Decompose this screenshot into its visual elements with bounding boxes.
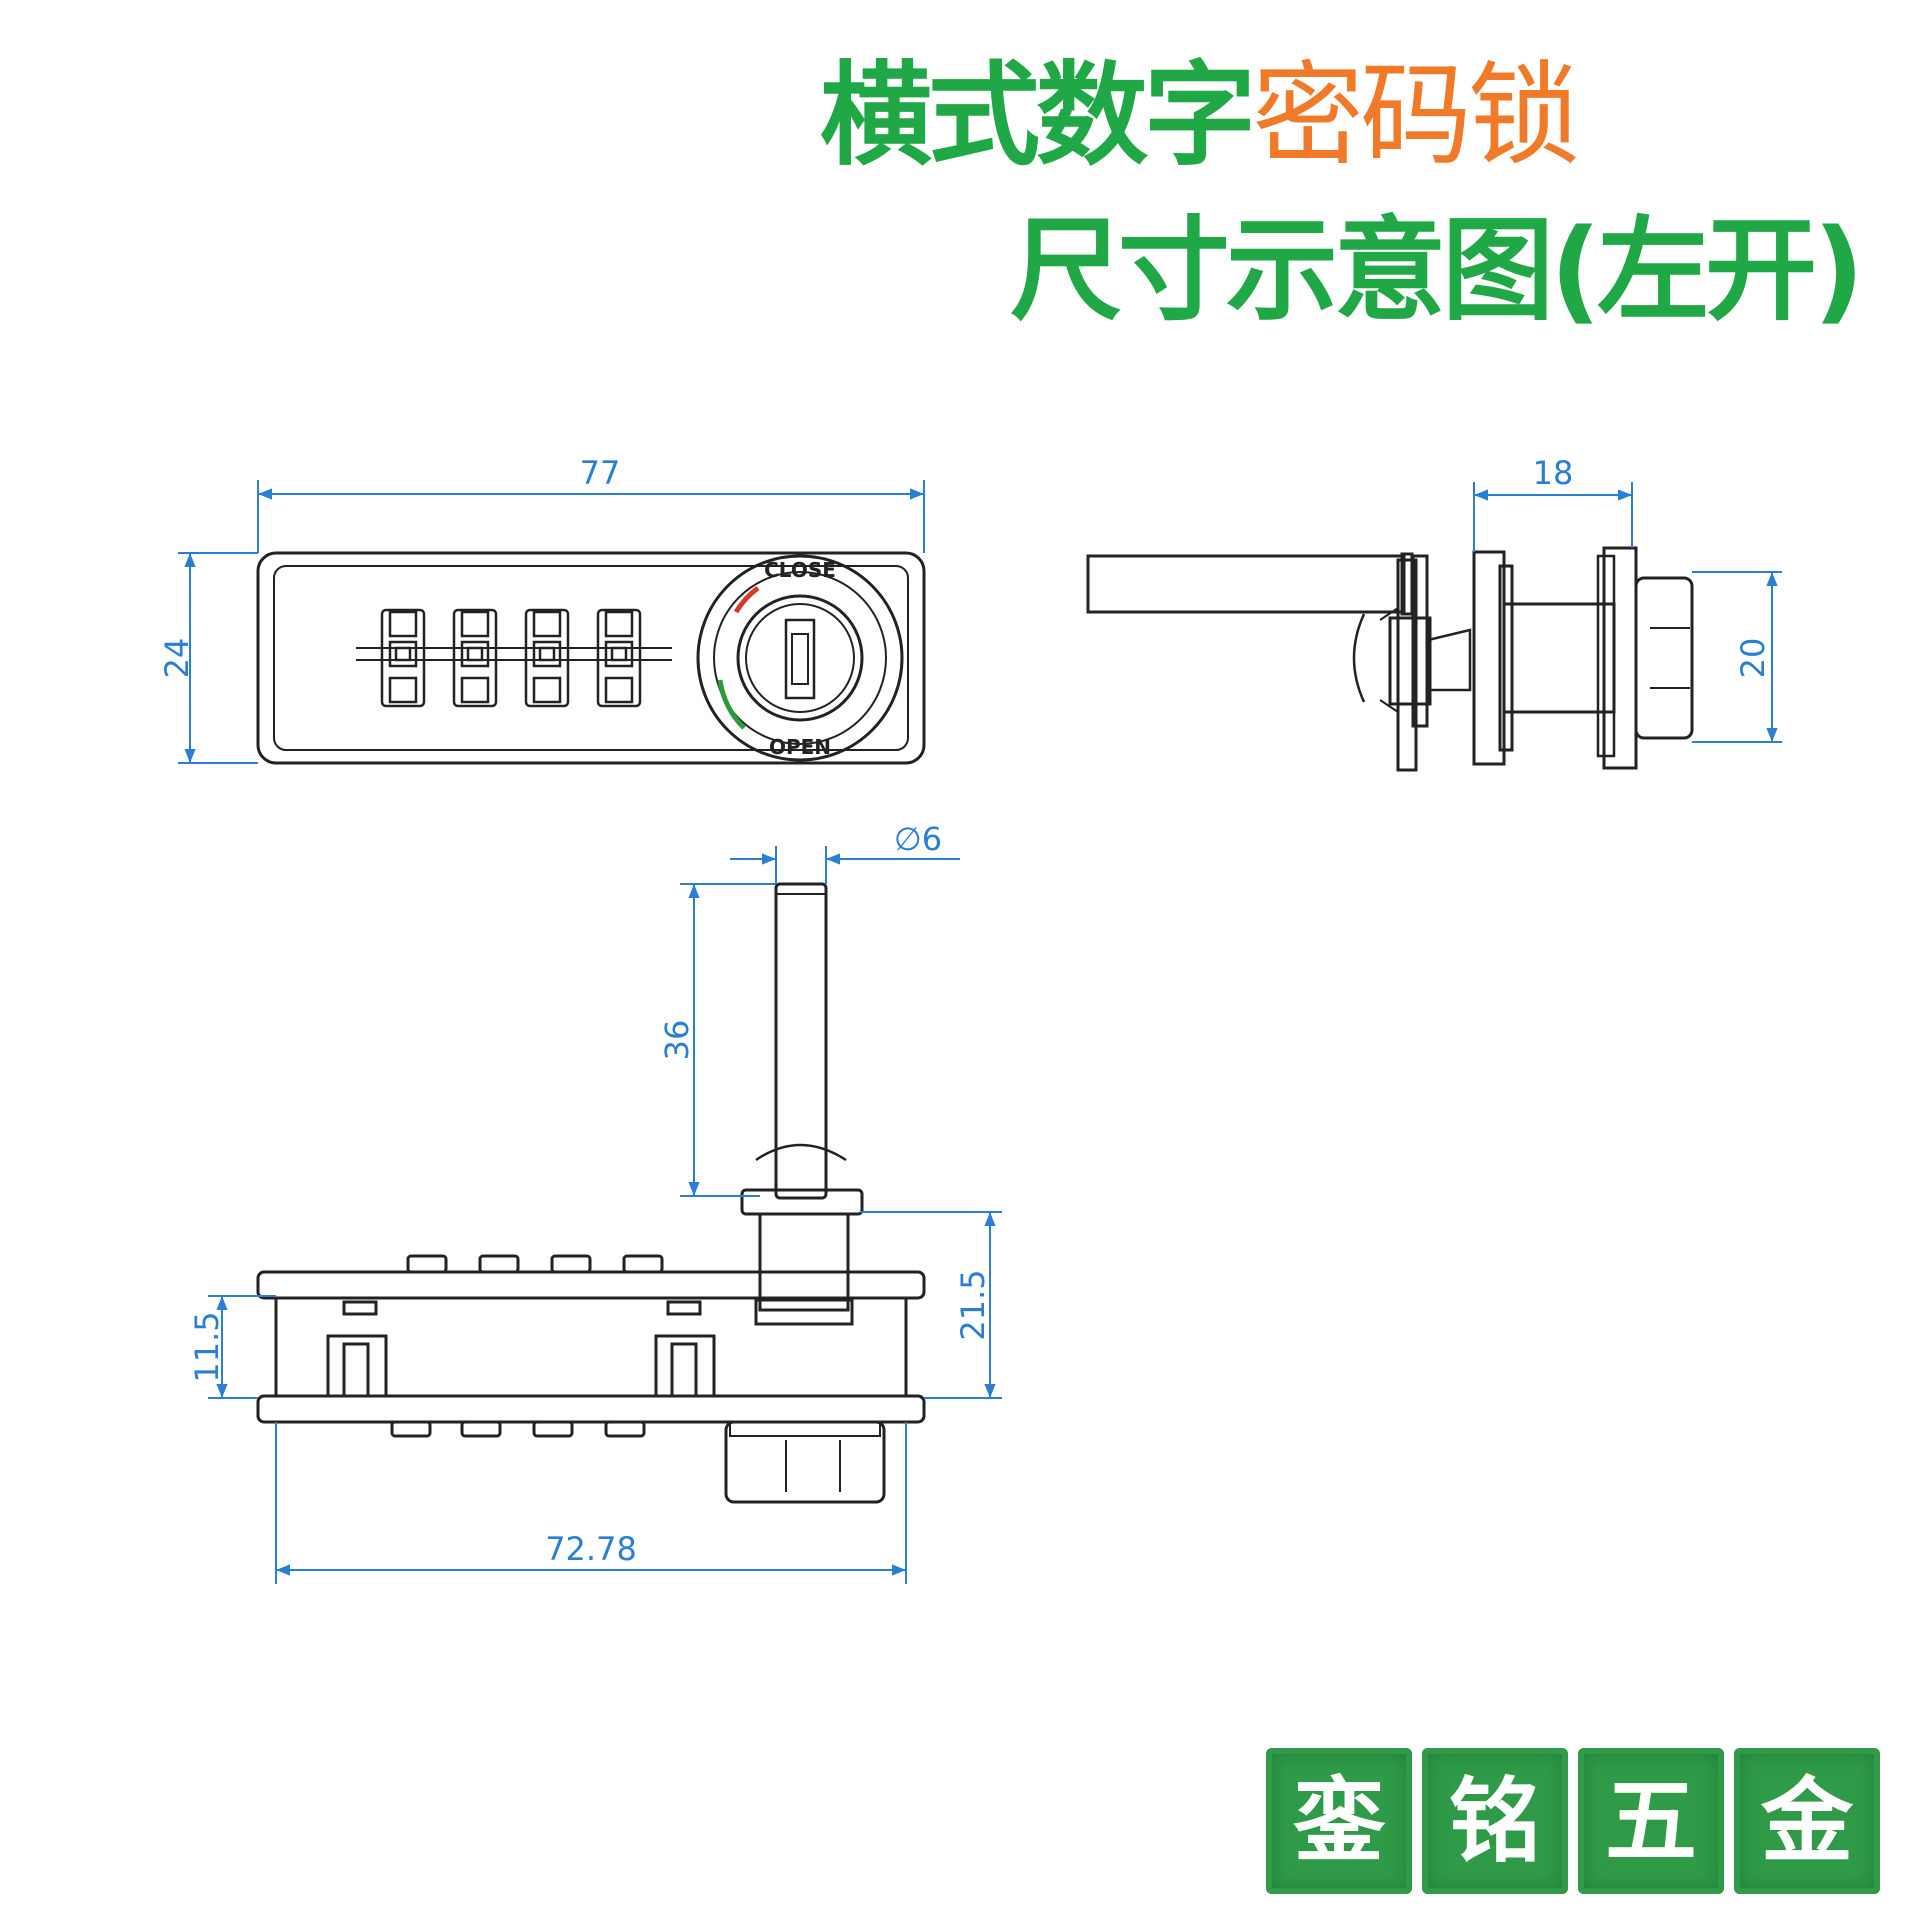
dim-shaft-diameter-label: ∅6	[894, 820, 942, 858]
dim-side-depth	[1473, 482, 1633, 552]
dim-bottom-width-label: 72.78	[545, 1530, 637, 1568]
brand-seal-char-1: 銮	[1266, 1748, 1412, 1894]
dim-body-height-right-label: 21.5	[954, 1269, 992, 1340]
key-dial	[696, 554, 904, 762]
brand-seal-char-3: 五	[1578, 1748, 1724, 1894]
brand-seal-char-2: 铭	[1422, 1748, 1568, 1894]
dim-shaft-length	[680, 883, 776, 1197]
dim-body-height-left	[208, 1295, 276, 1399]
dim-width-total	[257, 480, 925, 553]
title-green-part: 横式数字	[820, 51, 1256, 181]
open-label: OPEN	[769, 735, 831, 759]
title-line-2: 尺寸示意图(左开)	[1010, 206, 1864, 336]
title-orange-part: 密码锁	[1252, 51, 1580, 181]
title-line-1: 横式数字密码锁	[820, 60, 1580, 172]
brand-seal-char-4: 金	[1734, 1748, 1880, 1894]
dim-side-height-label: 20	[1734, 638, 1772, 679]
dim-body-height-left-label: 11.5	[188, 1311, 226, 1382]
top-view	[256, 882, 926, 1504]
dim-body-height-right	[860, 1211, 1002, 1399]
dim-height-front-label: 24	[158, 638, 196, 679]
dim-shaft-length-label: 36	[658, 1020, 696, 1061]
code-wheels	[380, 608, 642, 708]
dim-width-total-label: 77	[580, 454, 621, 492]
close-label: CLOSE	[764, 558, 836, 582]
dim-bottom-width	[275, 1422, 907, 1584]
side-view	[1086, 546, 1694, 772]
dim-side-depth-label: 18	[1533, 454, 1574, 492]
front-view	[256, 551, 926, 765]
dim-shaft-diameter	[730, 846, 960, 884]
dim-side-height	[1692, 571, 1782, 743]
dim-height-front	[178, 552, 258, 764]
